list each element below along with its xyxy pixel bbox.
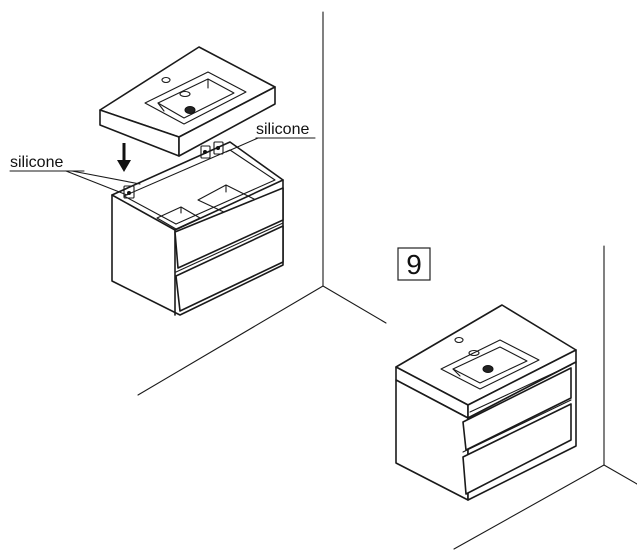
silicone-label-left: silicone <box>10 154 63 171</box>
step-number: 9 <box>406 249 422 280</box>
step-number-badge: 9 <box>397 247 431 281</box>
room-corner-left <box>137 11 387 396</box>
vanity-cabinet-left <box>111 141 284 316</box>
silicone-callout-right: silicone <box>225 121 316 153</box>
silicone-label-right: silicone <box>256 121 309 138</box>
silicone-callout-left: silicone <box>9 154 141 196</box>
down-arrow-icon <box>117 143 131 172</box>
room-corner-right <box>453 245 637 550</box>
basin-top-left <box>99 46 276 157</box>
vanity-assembled-right <box>395 304 577 501</box>
